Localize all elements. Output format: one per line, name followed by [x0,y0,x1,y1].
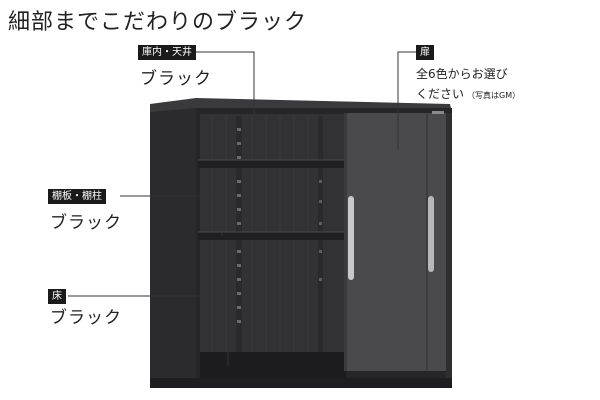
door-note: （写真はGM） [467,91,521,100]
cabinet-base [150,378,452,388]
door-description: 全6色からお選び ください（写真はGM） [416,64,520,106]
door-tag: 扉 [416,45,434,60]
door-handle-right [428,196,434,272]
shelf-column-right [318,116,323,372]
cabinet-left-side [150,108,196,386]
door-handle-left [348,196,354,280]
upper-shelf [198,160,346,168]
shelf-column-label: ブラック [50,213,122,233]
door-line-2: ください [416,87,465,101]
page-title: 細部までこだわりのブラック [8,10,308,35]
cabinet-interior [200,114,346,378]
floor-tag: 床 [48,289,66,304]
cabinet-floor [200,352,346,378]
floor-label: ブラック [50,308,122,328]
shelf-column-tag: 棚板・棚柱 [48,189,106,204]
interior-ceiling-label: ブラック [140,69,212,89]
brand-badge [432,111,444,114]
middle-shelf [198,232,346,240]
door-line-2-wrap: ください（写真はGM） [416,84,520,106]
interior-ceiling-tag: 庫内・天井 [138,45,196,60]
door-line-1: 全6色からお選び [416,67,508,81]
leader-lines [68,51,418,366]
shelf-column [236,116,242,372]
